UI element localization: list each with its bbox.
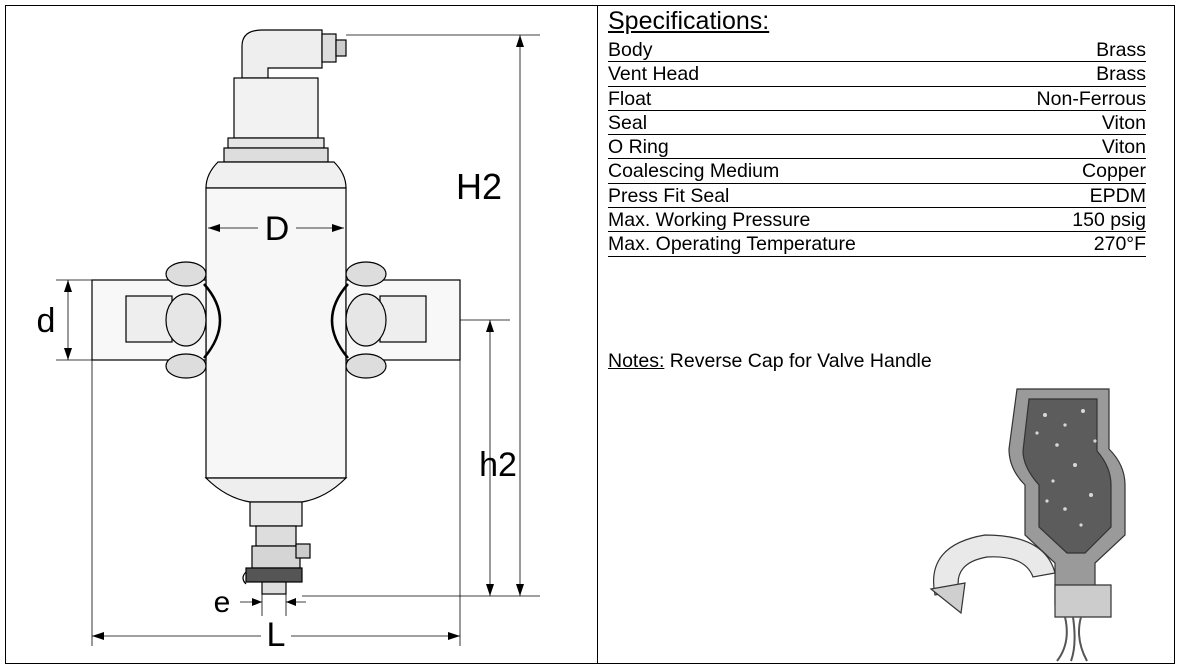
spec-label: Seal <box>608 111 648 134</box>
specifications-title: Specifications: <box>608 7 770 35</box>
label-diameter: D <box>265 210 290 248</box>
spec-value: Copper <box>1082 160 1146 183</box>
spec-row: Press Fit Seal EPDM <box>608 184 1146 209</box>
spec-row: O Ring Viton <box>608 135 1146 160</box>
spec-label: Body <box>608 39 653 61</box>
spec-label: Float <box>608 87 652 110</box>
spec-value: Brass <box>1096 63 1146 86</box>
spec-value: Viton <box>1101 136 1146 159</box>
spec-label: Coalescing Medium <box>608 160 780 183</box>
spec-label: Max. Working Pressure <box>608 209 811 232</box>
spec-row: Seal Viton <box>608 111 1146 136</box>
spec-row: Float Non-Ferrous <box>608 87 1146 111</box>
notes: Notes: Reverse Cap for Valve Handle <box>608 350 932 373</box>
spec-label: Vent Head <box>608 63 700 86</box>
spec-value: EPDM <box>1089 184 1146 207</box>
label-length: L <box>267 616 286 654</box>
specifications-table: Body Brass Vent Head Brass Float Non-Fer… <box>608 38 1146 257</box>
spec-row: Vent Head Brass <box>608 62 1146 87</box>
notes-text: Reverse Cap for Valve Handle <box>664 350 932 372</box>
label-e: e <box>214 586 231 619</box>
notes-label: Notes: <box>608 350 665 372</box>
spec-value: Non-Ferrous <box>1036 87 1146 110</box>
spec-row: Body Brass <box>608 38 1146 63</box>
label-h2-lower: h2 <box>479 446 517 484</box>
spec-label: Max. Operating Temperature <box>608 233 856 256</box>
separator-technical-drawing: H2 D d h2 e L <box>37 29 540 654</box>
spec-label: O Ring <box>608 136 669 159</box>
column-divider <box>597 5 598 664</box>
spec-row: Max. Working Pressure 150 psig <box>608 208 1146 233</box>
document-frame <box>5 5 1175 664</box>
spec-value: 150 psig <box>1072 209 1146 232</box>
spec-value: Brass <box>1096 39 1146 61</box>
spec-label: Press Fit Seal <box>608 184 730 207</box>
spec-value: Viton <box>1101 111 1146 134</box>
spec-value: 270°F <box>1093 233 1146 256</box>
spec-row: Coalescing Medium Copper <box>608 159 1146 184</box>
cutaway-valve-illustration <box>929 388 1126 662</box>
label-pipe-d: d <box>37 302 56 340</box>
spec-row: Max. Operating Temperature 270°F <box>608 232 1146 257</box>
label-h2-upper: H2 <box>456 166 502 207</box>
